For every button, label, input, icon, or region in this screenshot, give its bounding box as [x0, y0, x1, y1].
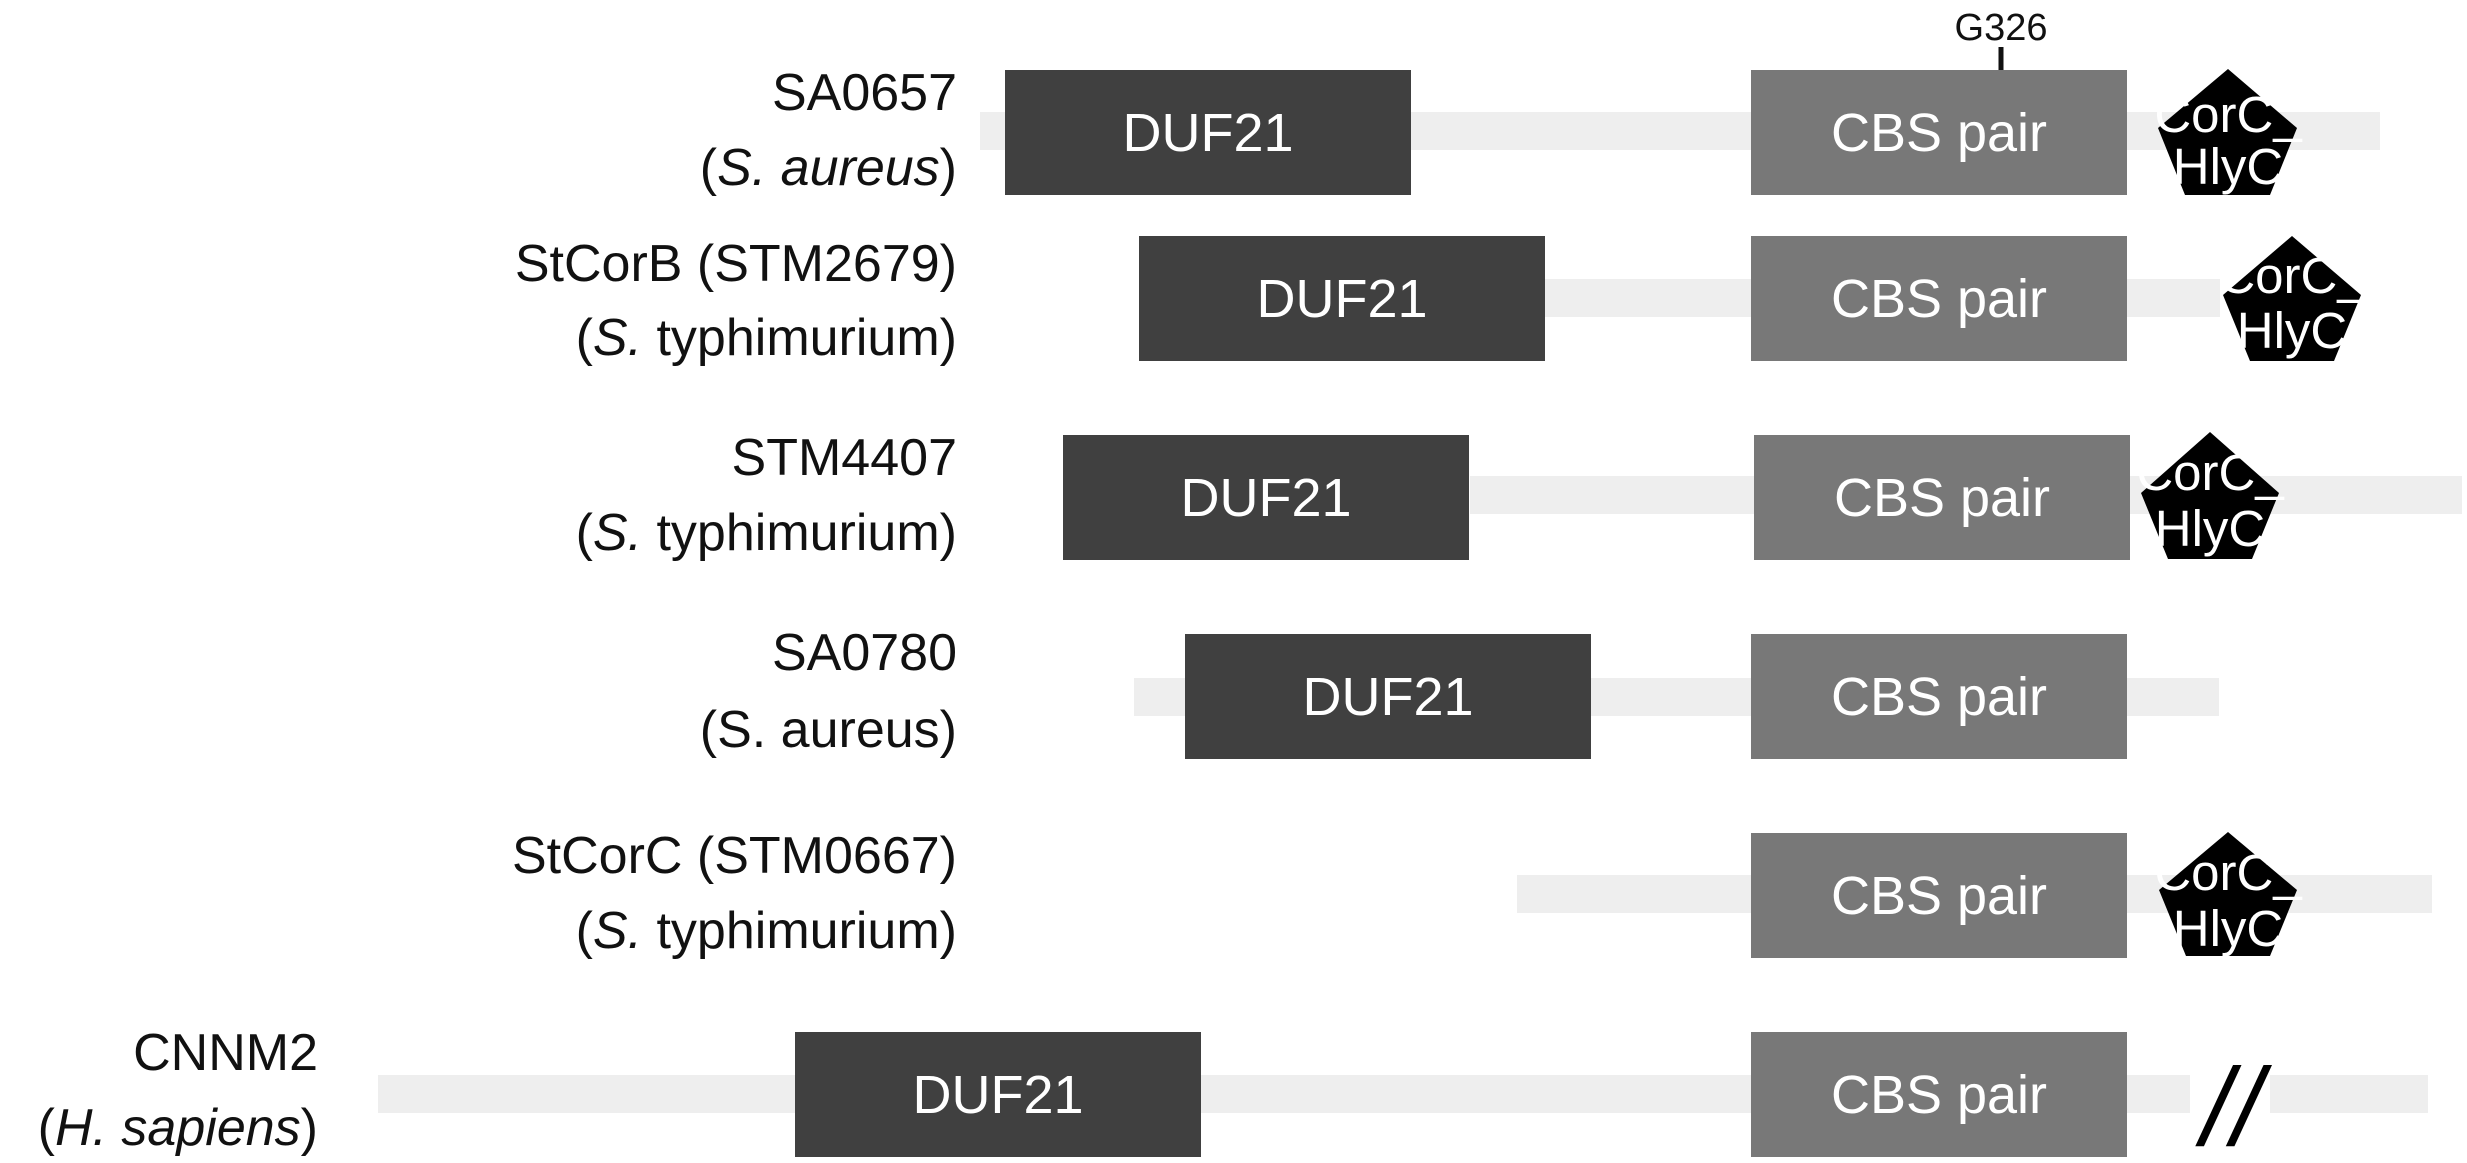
corc-line-2-sa0657: HlyC [2173, 138, 2284, 195]
cbs-pair-domain-sa0780 [1751, 634, 2127, 759]
duf21-domain-stm4407 [1063, 435, 1469, 560]
cbs-pair-domain-cnnm2 [1751, 1032, 2127, 1157]
cbs-pair-label-stm4407: CBS pair [1834, 468, 2050, 528]
duf21-domain-cnnm2 [795, 1032, 1201, 1157]
hlyc-label-stcorc: HlyC [2173, 900, 2284, 957]
species-italic-cnnm2: H. sapiens [55, 1099, 301, 1157]
cbs-pair-domain-sa0657 [1751, 70, 2127, 195]
species-plain-stcorb: typhimurium [642, 309, 940, 367]
species-close-stcorc: ) [940, 902, 957, 960]
duf21-label-cnnm2: DUF21 [912, 1065, 1083, 1125]
cbs-pair-label-stcorc: CBS pair [1831, 866, 2047, 926]
species-sa0780: (S. aureus) [700, 701, 957, 759]
corc-line-1-stcorc: CorC_ [2154, 844, 2302, 901]
hlyc-label-sa0657: HlyC [2173, 138, 2284, 195]
species-italic-stcorb: S. [593, 309, 642, 367]
g326-label: G326 [1955, 7, 2048, 49]
corc-hlyc-domain-stcorc [2159, 832, 2297, 956]
species-open-sa0780: ( [700, 701, 718, 759]
corc-line-1-stm4407: CorC_ [2136, 444, 2284, 501]
cbs-pair-label-sa0780: CBS pair [1831, 667, 2047, 727]
duf21-domain-stcorb [1139, 236, 1545, 361]
corc-line-2-stm4407: HlyC [2155, 500, 2266, 557]
species-close-stcorb: ) [940, 309, 957, 367]
duf21-label-sa0657: DUF21 [1122, 103, 1293, 163]
duf21-domain-sa0657 [1005, 70, 1411, 195]
protein-row-stcorc: CBS pair CorC_ HlyC StCorC (STM0667) (S.… [512, 827, 2432, 960]
corc-hlyc-domain-sa0657 [2158, 69, 2297, 195]
species-open-sa0657: ( [700, 139, 718, 197]
protein-name-stcorb: StCorB (STM2679) [515, 235, 957, 293]
protein-name-sa0780: SA0780 [772, 624, 957, 682]
corc-hlyc-domain-stcorb [2223, 236, 2361, 361]
corc-line-2-stcorb: HlyC [2237, 302, 2348, 359]
cbs-pair-domain-stm4407 [1754, 435, 2130, 560]
corc-hlyc-domain-stm4407 [2141, 432, 2279, 559]
species-cnnm2: (H. sapiens) [38, 1099, 318, 1157]
protein-row-stm4407: DUF21 CBS pair CorC_ HlyC STM4407 (S. ty… [576, 429, 2462, 562]
corc-label-stcorb: CorC_ [2218, 247, 2366, 304]
hlyc-label-stcorb: HlyC [2237, 302, 2348, 359]
corc-label-sa0657: CorC_ [2154, 86, 2302, 143]
sequence-break-mark: // [2194, 1046, 2273, 1163]
duf21-label-sa0780: DUF21 [1302, 667, 1473, 727]
duf21-label-stcorb: DUF21 [1256, 269, 1427, 329]
species-stm4407: (S. typhimurium) [576, 504, 957, 562]
species-sa0657: (S. aureus) [700, 139, 957, 197]
species-plain-sa0780: S. aureus [717, 701, 940, 759]
species-italic-stm4407: S. [593, 504, 642, 562]
duf21-label-stm4407: DUF21 [1180, 468, 1351, 528]
species-open-stcorc: ( [576, 902, 594, 960]
cbs-pair-label-sa0657: CBS pair [1831, 103, 2047, 163]
corc-label-stm4407: CorC_ [2136, 444, 2284, 501]
species-italic-stcorc: S. [593, 902, 642, 960]
corc-line-2-stcorc: HlyC [2173, 900, 2284, 957]
protein-name-sa0657: SA0657 [772, 64, 957, 122]
g326-marker: G326 [1955, 7, 2048, 70]
species-plain-stm4407: typhimurium [642, 504, 940, 562]
protein-row-sa0780: DUF21 CBS pair SA0780 (S. aureus) [700, 624, 2219, 759]
species-plain-stcorc: typhimurium [642, 902, 940, 960]
break-mask-cnnm2 [2190, 1060, 2270, 1128]
cbs-pair-domain-stcorc [1751, 833, 2127, 958]
cbs-pair-domain-stcorb [1751, 236, 2127, 361]
protein-name-stm4407: STM4407 [732, 429, 957, 487]
protein-row-sa0657: DUF21 CBS pair CorC_ HlyC SA0657 (S. aur… [700, 64, 2380, 197]
species-stcorc: (S. typhimurium) [576, 902, 957, 960]
corc-label-stcorc: CorC_ [2154, 844, 2302, 901]
species-close-cnnm2: ) [301, 1099, 318, 1157]
species-close-stm4407: ) [940, 504, 957, 562]
protein-name-stcorc: StCorC (STM0667) [512, 827, 957, 885]
species-open-stm4407: ( [576, 504, 594, 562]
protein-row-cnnm2: DUF21 CBS pair // CNNM2 (H. sapiens) [38, 1024, 2428, 1163]
species-open-cnnm2: ( [38, 1099, 56, 1157]
protein-row-stcorb: DUF21 CBS pair CorC_ HlyC StCorB (STM267… [515, 235, 2366, 367]
duf21-domain-sa0780 [1185, 634, 1591, 759]
species-open-stcorb: ( [576, 309, 594, 367]
corc-line-1-sa0657: CorC_ [2154, 86, 2302, 143]
species-italic-sa0657: S. aureus [717, 139, 940, 197]
species-close-sa0657: ) [940, 139, 957, 197]
cbs-pair-label-cnnm2: CBS pair [1831, 1065, 2047, 1125]
corc-line-1-stcorb: CorC_ [2218, 247, 2366, 304]
species-stcorb: (S. typhimurium) [576, 309, 957, 367]
hlyc-label-stm4407: HlyC [2155, 500, 2266, 557]
species-close-sa0780: ) [940, 701, 957, 759]
protein-name-cnnm2: CNNM2 [133, 1024, 318, 1082]
cbs-pair-label-stcorb: CBS pair [1831, 269, 2047, 329]
